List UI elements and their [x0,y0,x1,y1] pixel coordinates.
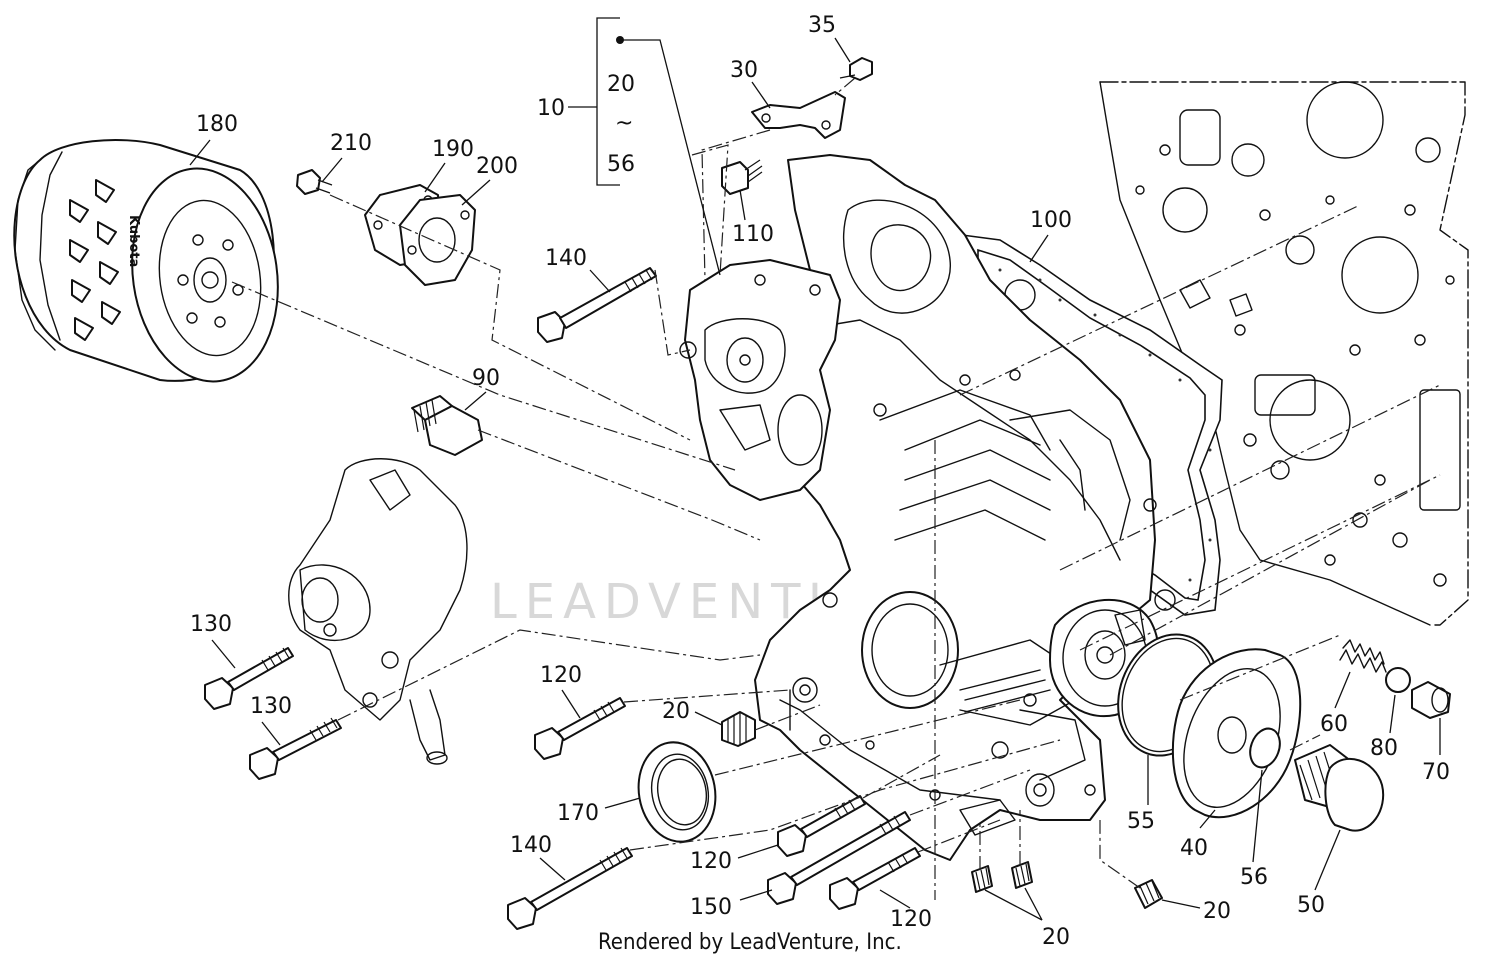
callout-55: 55 [1127,809,1155,834]
callout-20-bottom: 20 [1042,925,1070,950]
callout-20-left: 20 [662,699,690,724]
plug-20-right [1134,879,1163,909]
callout-35: 35 [808,13,836,38]
leader-lines [189,37,1441,921]
alignment-lines [231,77,1441,900]
cap-70 [1411,681,1451,719]
plug-20-left [721,711,756,747]
callout-210: 210 [330,131,372,156]
plug-20-bottom-left [971,865,993,893]
callout-labels: 35 30 110 180 210 190 200 140 90 100 130… [190,13,1450,950]
ball-80 [1385,667,1411,693]
oil-filter-180: Kubota [13,139,279,383]
bolt-35 [839,57,873,81]
callout-70: 70 [1422,760,1450,785]
gear-case-housing [754,154,1157,861]
callout-130-upper: 130 [190,612,232,637]
oil-seal-170 [637,741,717,843]
bolt-110 [721,159,763,195]
callout-56: 56 [1240,865,1268,890]
callout-30: 30 [730,58,758,83]
callout-100: 100 [1030,208,1072,233]
callout-kit-56: 56 [607,152,635,177]
bolt-130-lower [249,717,342,780]
callout-140-upper: 140 [545,246,587,271]
bolt-150 [767,811,911,905]
bracket-30 [751,91,846,139]
callout-50: 50 [1297,893,1325,918]
kit-bracket-10: 10 20 ~ 56 [537,17,721,276]
callout-110: 110 [732,222,774,247]
credit-text: Rendered by LeadVenture, Inc. [598,930,902,955]
callout-150: 150 [690,895,732,920]
callout-190: 190 [432,137,474,162]
callout-130-lower: 130 [250,694,292,719]
cover-40 [1171,648,1302,819]
callout-60: 60 [1320,712,1348,737]
bolt-120-middle [777,795,866,857]
bolt-140-lower [507,847,633,930]
bolt-120-left [534,697,626,760]
filter-brand-text: Kubota [126,215,141,267]
callout-200: 200 [476,154,518,179]
callout-kit-20: 20 [607,72,635,97]
callout-120-middle: 120 [690,849,732,874]
callout-140-lower: 140 [510,833,552,858]
bolt-210 [296,169,333,195]
bolt-120-lower [829,847,921,910]
bolt-130-upper [204,647,294,710]
plug-20-bottom-right [1011,861,1033,889]
callout-kit-tilde: ~ [615,111,633,136]
water-pump [288,458,468,765]
callout-180: 180 [196,112,238,137]
callout-80: 80 [1370,736,1398,761]
callout-120-lower: 120 [890,907,932,932]
plug-50 [1294,744,1385,832]
callout-40: 40 [1180,836,1208,861]
callout-170: 170 [557,801,599,826]
bolt-140-upper [537,267,657,343]
spring-60 [1339,639,1387,673]
thermostat-housing [679,259,841,501]
callout-10: 10 [537,96,565,121]
callout-120-left: 120 [540,663,582,688]
o-ring-56 [1249,727,1281,769]
callout-20-right: 20 [1203,899,1231,924]
callout-90: 90 [472,366,500,391]
fitting-90 [411,395,483,456]
gasket-200 [399,194,476,286]
